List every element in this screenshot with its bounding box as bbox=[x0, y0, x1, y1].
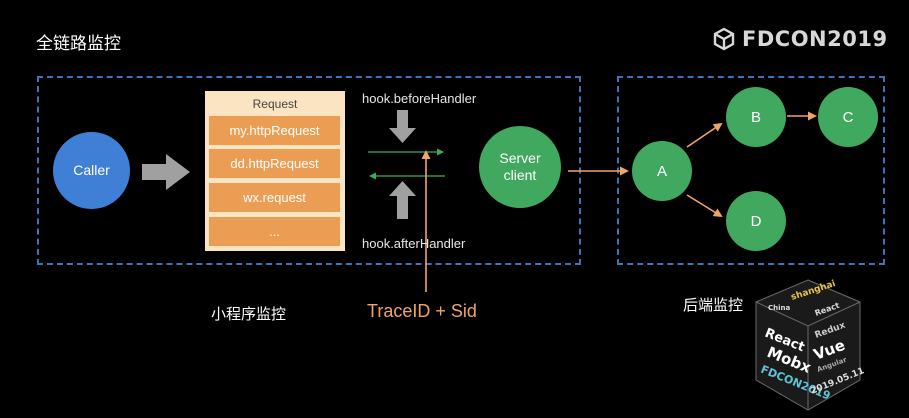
node-a-label: A bbox=[656, 162, 667, 180]
node-d: D bbox=[726, 191, 786, 251]
caller-to-request-arrow bbox=[142, 154, 190, 190]
a-to-d-arrow bbox=[686, 194, 723, 218]
request-panel-title: Request bbox=[252, 97, 298, 111]
node-c-label: C bbox=[842, 108, 854, 126]
request-item-wx: wx.request bbox=[209, 183, 340, 212]
backend-monitor-caption: 后端监控 bbox=[683, 296, 744, 314]
node-d-label: D bbox=[750, 212, 762, 230]
node-b: B bbox=[726, 87, 786, 147]
node-b-label: B bbox=[750, 108, 761, 126]
request-panel: Request my.httpRequest dd.httpRequest wx… bbox=[205, 91, 345, 251]
brand-name: FDCON2019 bbox=[742, 27, 888, 51]
request-item-dd: dd.httpRequest bbox=[209, 149, 340, 178]
fdcon-cube-logo-icon: shanghai China React React Redux Mobx Vu… bbox=[755, 279, 864, 411]
svg-text:China: China bbox=[768, 304, 791, 312]
server-client-label-line2: client bbox=[503, 167, 537, 183]
request-item-more: ... bbox=[209, 217, 340, 246]
hook-after-label: hook.afterHandler bbox=[362, 236, 466, 251]
hook-before-label: hook.beforeHandler bbox=[362, 91, 477, 106]
hook-after-up-arrow bbox=[389, 181, 416, 219]
slide-title: 全链路监控 bbox=[36, 34, 121, 54]
caller-node: Caller bbox=[53, 132, 130, 209]
node-c: C bbox=[818, 87, 878, 147]
a-to-b-arrow bbox=[686, 122, 723, 148]
trace-label: TraceID + Sid bbox=[367, 301, 477, 321]
brand-logo: FDCON2019 bbox=[712, 27, 888, 51]
request-item-my: my.httpRequest bbox=[209, 116, 340, 145]
caller-label: Caller bbox=[73, 162, 110, 178]
miniapp-monitor-caption: 小程序监控 bbox=[211, 305, 287, 323]
server-client-label-line1: Server bbox=[499, 150, 541, 166]
server-client-node: Server client bbox=[479, 126, 561, 208]
cube-logo-icon bbox=[713, 27, 735, 51]
node-a: A bbox=[632, 141, 692, 201]
hook-before-down-arrow bbox=[389, 110, 416, 143]
